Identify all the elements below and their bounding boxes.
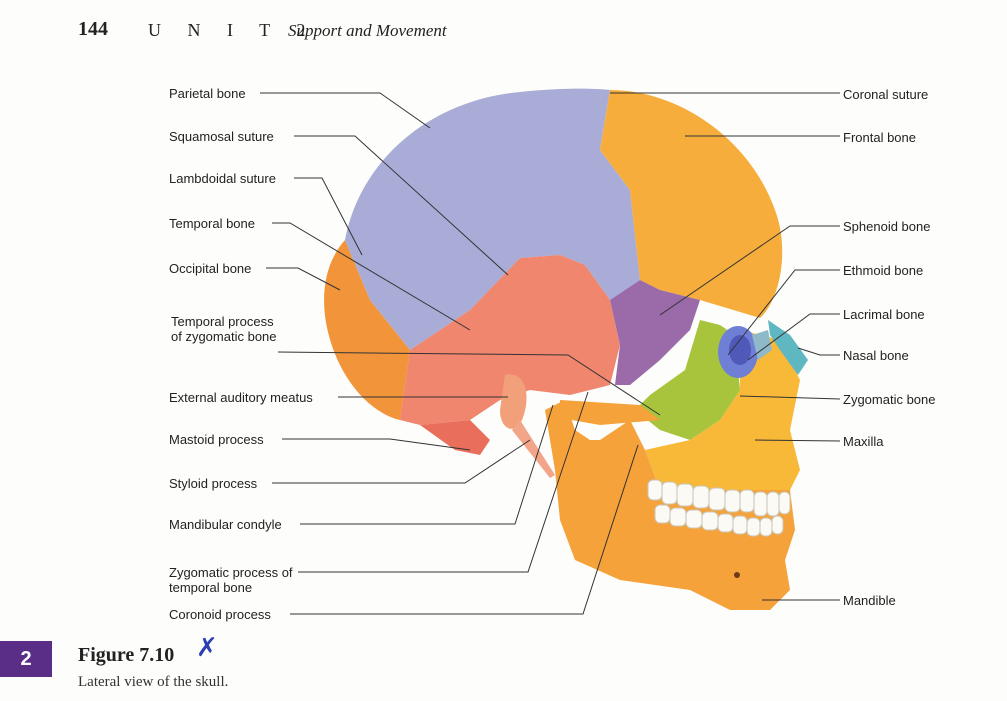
occipital-bone-shape [324, 240, 410, 420]
sphenoid-bone-shape [610, 280, 700, 385]
zygomatic-bone-shape [635, 320, 740, 440]
teeth [647, 479, 791, 537]
label-lacrimal-bone: Lacrimal bone [843, 307, 925, 322]
label-temporal-bone: Temporal bone [169, 216, 255, 231]
label-zygomatic-process-of-temporal-bone: Zygomatic process of temporal bone [169, 565, 293, 595]
label-temporal-process-of-zygomatic-bone: Temporal process of zygomatic bone [171, 314, 277, 344]
label-coronoid-process: Coronoid process [169, 607, 271, 622]
temporal-bone-shape [400, 255, 620, 425]
label-occipital-bone: Occipital bone [169, 261, 252, 276]
label-mastoid-process: Mastoid process [169, 432, 264, 447]
section-title: Support and Movement [288, 21, 447, 40]
label-zygomatic-bone: Zygomatic bone [843, 392, 936, 407]
label-external-auditory-meatus: External auditory meatus [169, 390, 313, 405]
external-auditory-meatus-shape [500, 374, 527, 429]
label-ethmoid-bone: Ethmoid bone [843, 263, 924, 278]
label-lambdoidal-suture: Lambdoidal suture [169, 171, 276, 186]
mastoid-process-shape [420, 420, 490, 455]
styloid-process-shape [512, 420, 555, 478]
label-parietal-bone: Parietal bone [169, 86, 246, 101]
label-frontal-bone: Frontal bone [843, 130, 916, 145]
mandible-shape [545, 400, 795, 610]
page-number: 144 [78, 18, 108, 40]
unit-label: U N I T 2 [148, 20, 317, 40]
handwritten-mark: ✗ [196, 633, 218, 663]
chapter-tab: 2 [0, 641, 52, 677]
frontal-bone-shape [600, 90, 783, 318]
nasal-bone-shape [768, 320, 808, 375]
label-mandibular-condyle: Mandibular condyle [169, 517, 282, 532]
parietal-bone-shape [345, 88, 640, 351]
leader-lines [260, 92, 841, 615]
figure-caption: Lateral view of the skull. [78, 674, 229, 690]
label-sphenoid-bone: Sphenoid bone [843, 219, 931, 234]
label-coronal-suture: Coronal suture [843, 87, 929, 102]
label-mandible: Mandible [843, 593, 896, 608]
label-styloid-process: Styloid process [169, 476, 258, 491]
lacrimal-bone-shape [752, 330, 772, 360]
label-nasal-bone: Nasal bone [843, 348, 909, 363]
maxilla-shape [645, 330, 800, 490]
figure-title: Figure 7.10 [78, 644, 175, 666]
label-squamosal-suture: Squamosal suture [169, 129, 274, 144]
label-maxilla: Maxilla [843, 434, 884, 449]
